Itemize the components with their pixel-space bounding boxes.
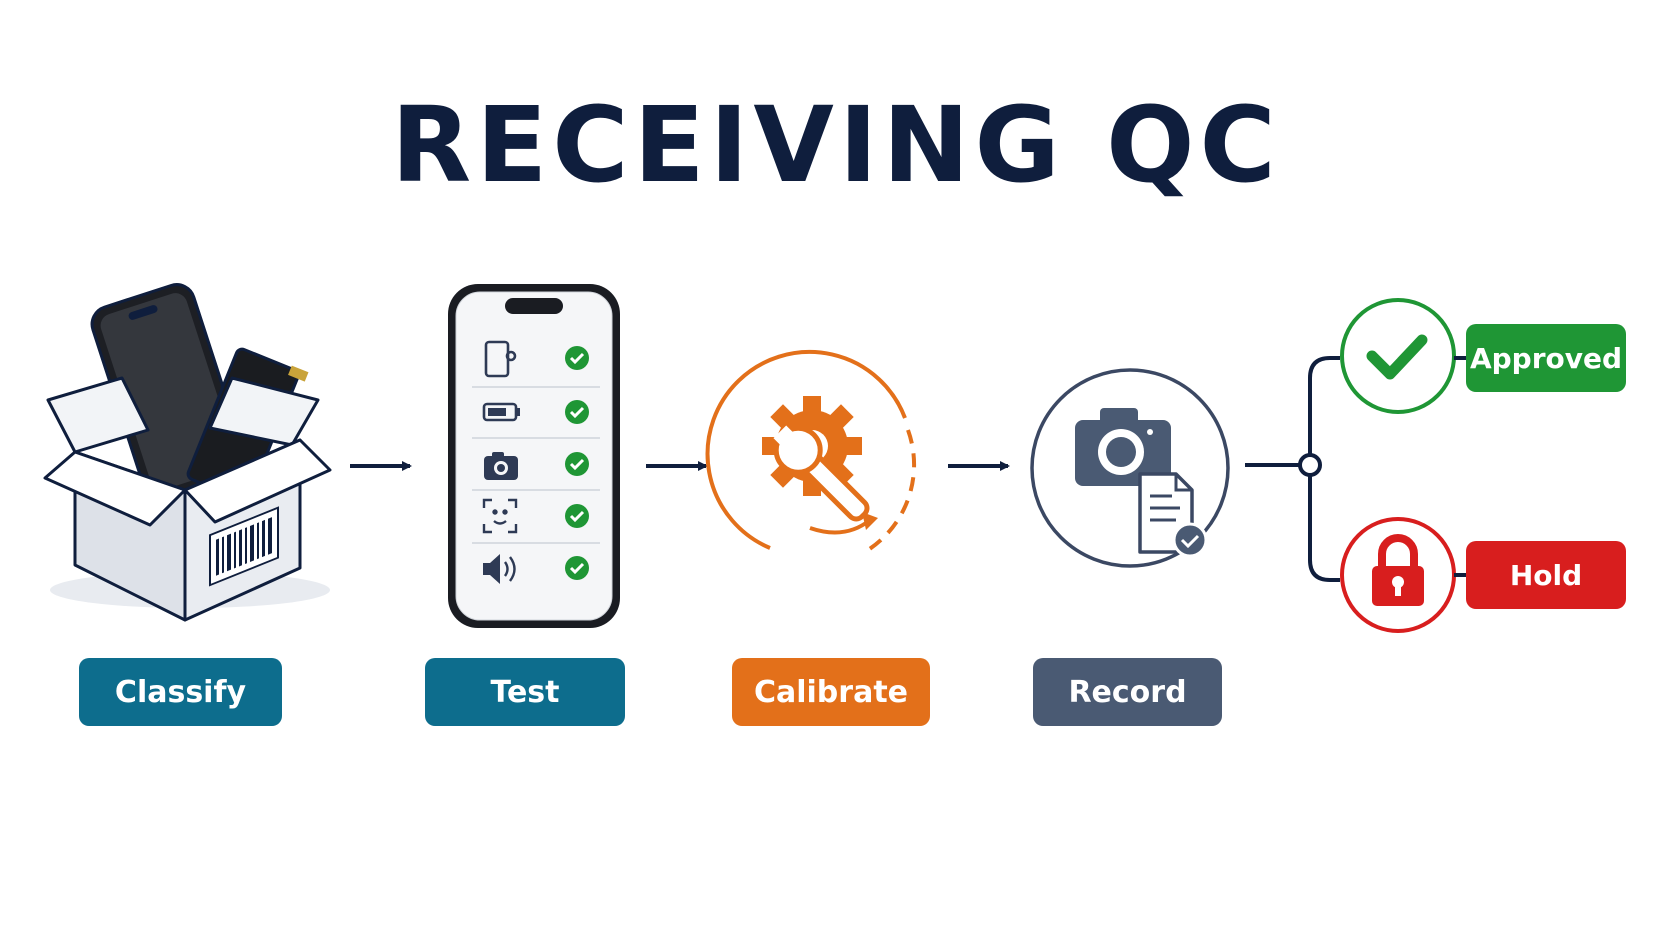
hold-outcome-label: Hold xyxy=(1466,541,1626,609)
page-title: RECEIVING QC xyxy=(391,84,1281,206)
approved-outcome-label: Approved xyxy=(1466,324,1626,392)
checkmark-circle-icon xyxy=(1340,298,1466,414)
classify-step-label: Classify xyxy=(79,658,282,726)
open-box-with-phone-and-battery-icon xyxy=(43,283,332,622)
decision-branch xyxy=(1245,356,1340,582)
record-step-label: Record xyxy=(1033,658,1222,726)
test-step-label: Test xyxy=(425,658,625,726)
calibrate-step-label: Calibrate xyxy=(732,658,930,726)
padlock-circle-icon xyxy=(1340,517,1466,633)
camera-document-icon xyxy=(1030,368,1230,568)
gear-wrench-calibration-icon xyxy=(705,350,917,552)
phone-test-checklist-icon xyxy=(448,284,620,628)
